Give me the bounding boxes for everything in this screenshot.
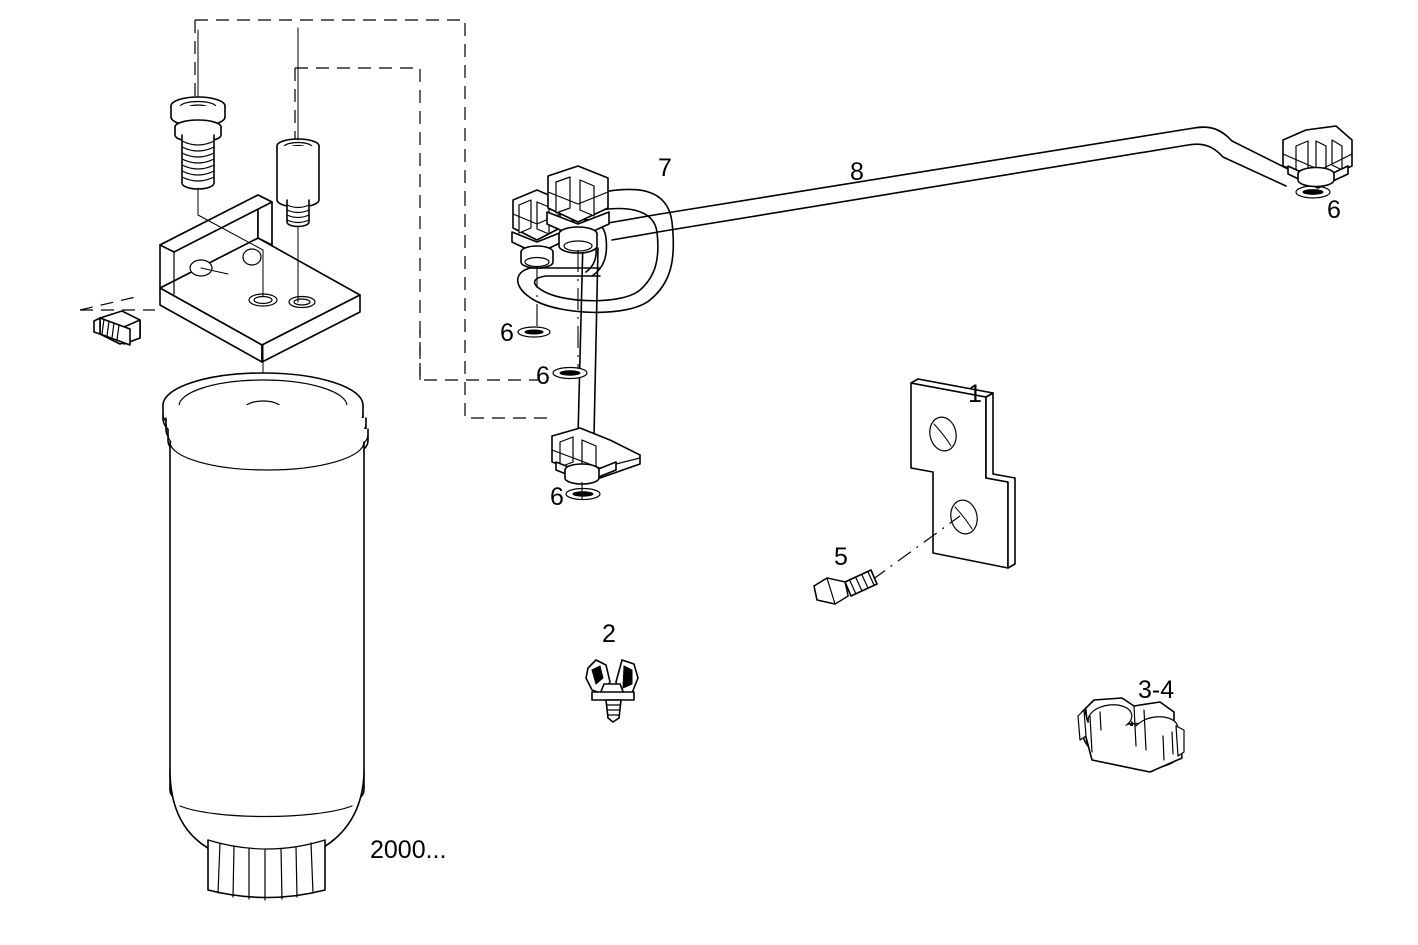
callout-6-lower: 6 bbox=[550, 483, 564, 511]
hex-bolt bbox=[813, 569, 878, 605]
mounting-bracket-plate bbox=[871, 378, 1016, 581]
fuel-filter-canister bbox=[162, 344, 369, 901]
fuel-line-long bbox=[607, 126, 1291, 241]
model-year-footnote: 2000... bbox=[370, 836, 447, 864]
callout-6-right: 6 bbox=[1327, 196, 1341, 224]
callout-3-4: 3-4 bbox=[1138, 676, 1175, 704]
threaded-union-large bbox=[170, 29, 264, 297]
banjo-fitting-lower bbox=[551, 427, 641, 500]
banjo-fitting-right bbox=[1282, 125, 1353, 189]
sealing-washer-upper bbox=[517, 326, 551, 338]
callout-6-middle: 6 bbox=[536, 362, 550, 390]
sealing-washer-middle bbox=[552, 366, 588, 380]
callout-2: 2 bbox=[602, 620, 616, 648]
callout-6-upper: 6 bbox=[500, 319, 514, 347]
sealing-washer-right bbox=[1295, 185, 1331, 199]
assembly-dashed-leaders bbox=[79, 19, 555, 419]
double-line-clip bbox=[1077, 697, 1185, 773]
callout-7: 7 bbox=[658, 154, 672, 182]
banjo-fitting-upper-right bbox=[546, 165, 610, 376]
callout-8: 8 bbox=[850, 158, 864, 186]
filter-mounting-bracket bbox=[159, 194, 361, 363]
callout-5: 5 bbox=[834, 543, 848, 571]
callout-1: 1 bbox=[968, 380, 982, 408]
bracket-bolt bbox=[93, 310, 141, 346]
threaded-union-small bbox=[276, 27, 320, 303]
sealing-washer-lower bbox=[565, 487, 601, 501]
single-line-clip bbox=[585, 659, 639, 723]
